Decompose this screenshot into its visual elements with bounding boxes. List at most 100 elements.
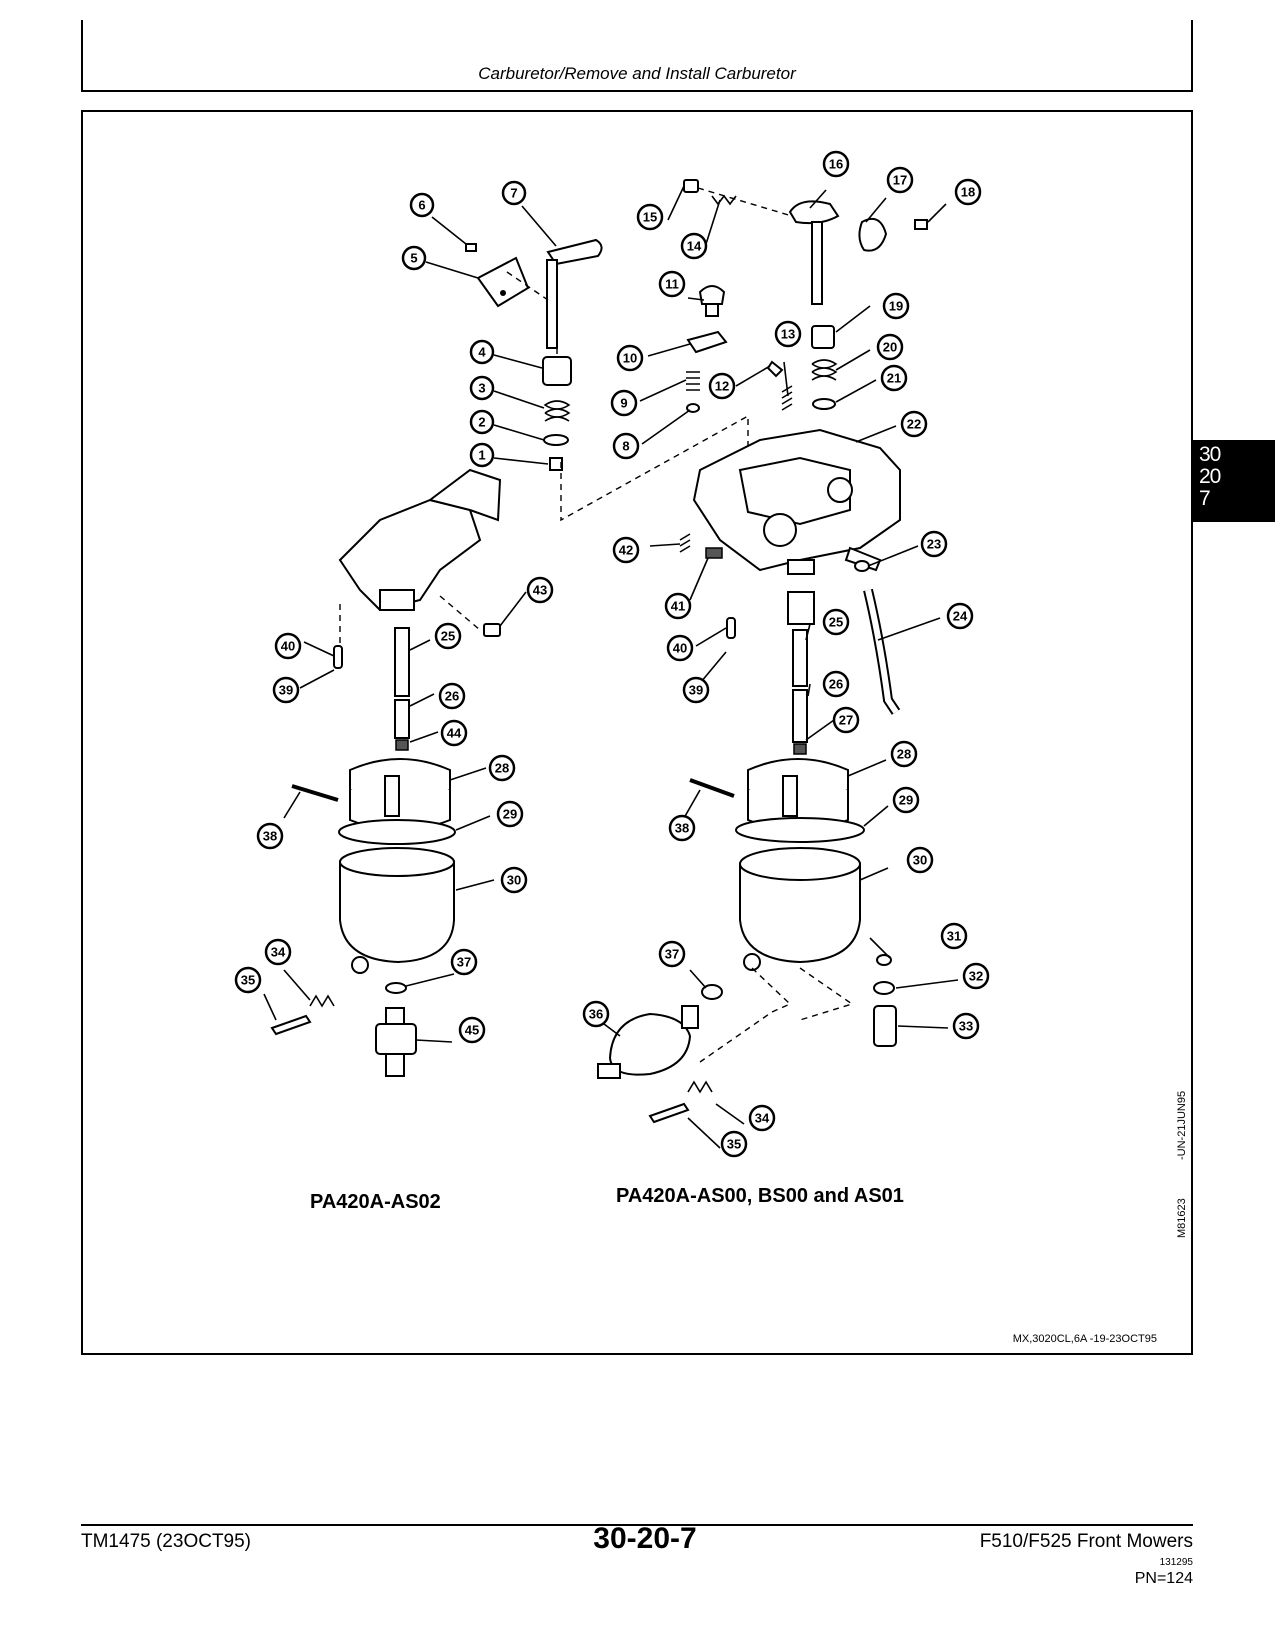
part-throttle-shaft — [546, 259, 558, 349]
svg-text:12: 12 — [715, 379, 729, 394]
svg-text:40: 40 — [673, 641, 687, 656]
svg-text:30: 30 — [507, 873, 521, 888]
callout-5: 5 — [401, 245, 427, 271]
callout-37-left: 37 — [450, 948, 478, 976]
callout-45: 45 — [458, 1016, 486, 1044]
svg-text:38: 38 — [263, 829, 277, 844]
callout-44: 44 — [440, 719, 468, 747]
part-pilot-screw — [766, 360, 784, 378]
callout-31: 31 — [940, 922, 968, 950]
part-choke-plate-screw — [914, 219, 928, 230]
part-bowl-washer-32 — [873, 981, 895, 995]
callout-14: 14 — [680, 232, 708, 260]
part-fuel-line-clamp — [854, 560, 870, 572]
callout-20: 20 — [876, 333, 904, 361]
svg-text:38: 38 — [675, 821, 689, 836]
callout-1: 1 — [469, 442, 495, 468]
svg-text:43: 43 — [533, 583, 547, 598]
part-bowl-screw-left — [270, 1014, 312, 1036]
part-choke-bushing — [811, 325, 835, 349]
svg-text:4: 4 — [478, 345, 486, 360]
callout-8: 8 — [612, 432, 640, 460]
part-bowl-washer-left — [385, 982, 407, 994]
svg-text:9: 9 — [620, 396, 627, 411]
model-label-right: PA420A-AS00, BS00 and AS01 — [616, 1185, 904, 1207]
callout-30-left: 30 — [500, 866, 528, 894]
part-solenoid-body-left — [375, 1023, 417, 1055]
svg-text:42: 42 — [619, 543, 633, 558]
callout-30-right: 30 — [906, 846, 934, 874]
svg-text:44: 44 — [447, 726, 462, 741]
left-carburetor-body — [338, 468, 502, 660]
svg-text:37: 37 — [457, 955, 471, 970]
svg-text:31: 31 — [947, 929, 961, 944]
callout-38-left: 38 — [256, 822, 284, 850]
svg-text:20: 20 — [883, 340, 897, 355]
callout-39-right: 39 — [682, 676, 710, 704]
callout-6: 6 — [409, 192, 435, 218]
callout-38-right: 38 — [668, 814, 696, 842]
callout-19: 19 — [882, 292, 910, 320]
callout-17: 17 — [886, 166, 914, 194]
callout-34-right: 34 — [748, 1104, 776, 1132]
svg-text:11: 11 — [665, 277, 679, 292]
callout-28-left: 28 — [488, 754, 516, 782]
part-tube-left — [394, 627, 410, 697]
callout-13: 13 — [774, 320, 802, 348]
section-tab-line3: 7 — [1199, 487, 1211, 510]
callout-29-right: 29 — [892, 786, 920, 814]
svg-text:15: 15 — [643, 210, 657, 225]
section-tab-line2: 20 — [1199, 465, 1221, 488]
svg-text:1: 1 — [478, 448, 485, 463]
left-bowl-assembly — [270, 758, 456, 1077]
part-choke-return-spring — [811, 359, 838, 381]
part-idle-mix-spring — [679, 533, 691, 553]
model-label-left: PA420A-AS02 — [310, 1191, 441, 1213]
footer-manual-id: TM1475 (23OCT95) — [81, 1531, 252, 1552]
page-header: Carburetor/Remove and Install Carburetor — [81, 20, 1193, 92]
footer-divider — [81, 1524, 1193, 1526]
svg-text:29: 29 — [899, 793, 913, 808]
callout-2: 2 — [469, 409, 495, 435]
svg-text:30: 30 — [913, 853, 927, 868]
part-idle-clip — [686, 330, 728, 354]
svg-text:35: 35 — [241, 973, 255, 988]
callout-26-left: 26 — [438, 682, 466, 710]
part-solenoid-36 — [608, 1012, 692, 1076]
callout-18: 18 — [954, 178, 982, 206]
part-bowl-spring-left — [309, 994, 335, 1008]
callout-10: 10 — [616, 344, 644, 372]
svg-text:29: 29 — [503, 807, 517, 822]
callout-35-right: 35 — [720, 1130, 748, 1158]
callout-25-left: 25 — [434, 622, 462, 650]
svg-text:32: 32 — [969, 969, 983, 984]
callout-32: 32 — [962, 962, 990, 990]
callout-37-right: 37 — [658, 940, 686, 968]
part-bowl-gasket-31 — [876, 954, 892, 966]
footer-product: F510/F525 Front Mowers — [979, 1531, 1193, 1552]
part-seal — [549, 457, 563, 471]
callout-15: 15 — [636, 203, 664, 231]
section-tab-line1: 30 — [1199, 443, 1221, 466]
part-choke-spring — [711, 194, 737, 206]
callout-39-left: 39 — [272, 676, 300, 704]
svg-text:25: 25 — [441, 629, 455, 644]
footer-page-number: 30-20-7 — [593, 1522, 697, 1555]
callout-26-right: 26 — [822, 670, 850, 698]
leader-lines — [263, 185, 959, 1149]
part-float-pin-right — [689, 778, 735, 798]
part-idle-spring — [686, 371, 700, 391]
svg-text:26: 26 — [829, 677, 843, 692]
part-jet-left-tip — [395, 739, 409, 751]
svg-text:41: 41 — [671, 599, 685, 614]
part-idle-knob-stem — [705, 303, 719, 317]
part-choke-washer — [812, 398, 836, 410]
part-jet-right — [792, 689, 808, 743]
callout-21: 21 — [880, 364, 908, 392]
svg-text:34: 34 — [271, 945, 286, 960]
svg-text:35: 35 — [727, 1137, 741, 1152]
part-gasket-left — [338, 819, 456, 845]
svg-text:17: 17 — [893, 173, 907, 188]
callout-41: 41 — [664, 592, 692, 620]
